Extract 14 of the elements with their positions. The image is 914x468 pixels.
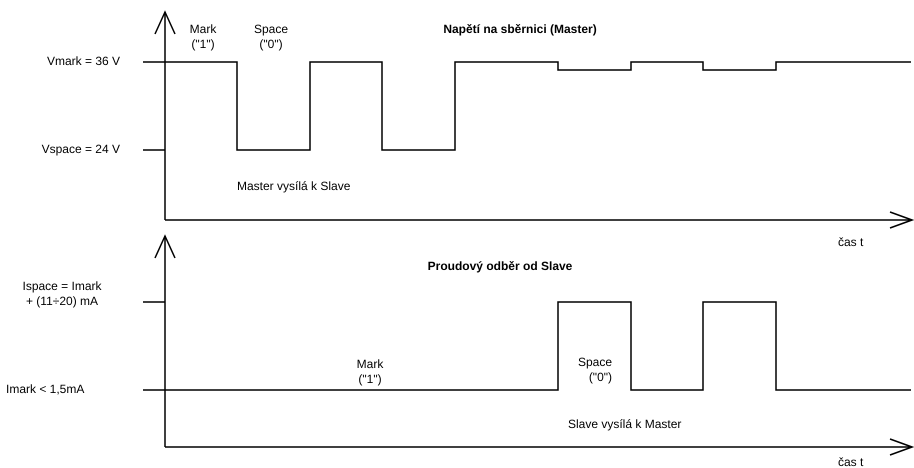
axis-label: čas t <box>838 455 864 468</box>
level-label: Imark < 1,5mA <box>6 382 86 397</box>
state-label: Mark ("1") <box>356 357 384 387</box>
state-label: Mark ("1") <box>188 22 218 52</box>
level-label: Ispace = Imark + (11÷20) mA <box>21 279 103 309</box>
level-label: Vmark = 36 V <box>46 54 120 69</box>
axis-label: čas t <box>838 235 864 250</box>
state-label: Space ("0") <box>576 355 612 385</box>
annotation-text: Slave vysílá k Master <box>568 417 682 432</box>
level-label: Vspace = 24 V <box>40 142 120 157</box>
annotation-text: Master vysílá k Slave <box>237 179 352 194</box>
chart-title: Napětí na sběrnici (Master) <box>442 22 598 37</box>
state-label: Space ("0") <box>252 22 290 52</box>
chart-title: Proudový odběr od Slave <box>426 259 574 274</box>
